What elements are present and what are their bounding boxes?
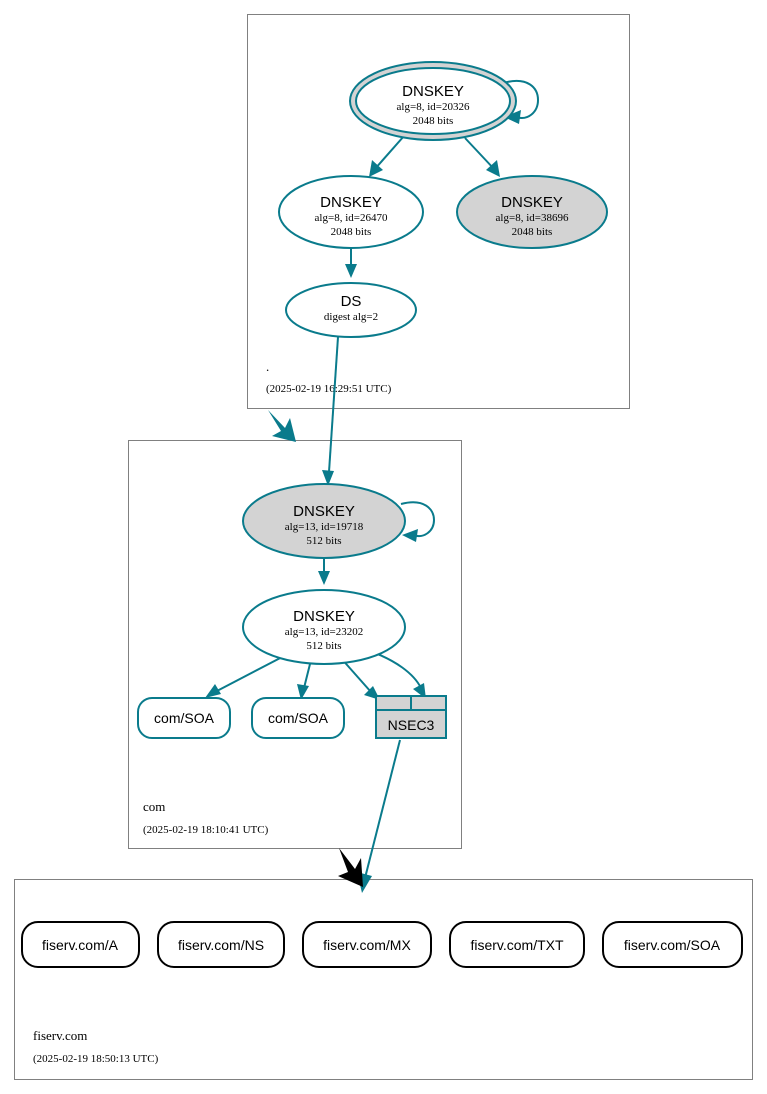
zone-box-fiserv <box>14 879 753 1080</box>
edge-com-zsk-to-soa-1 <box>205 654 287 698</box>
node-fiserv-a[interactable]: fiserv.com/A <box>21 921 140 968</box>
node-fiserv-ns[interactable]: fiserv.com/NS <box>157 921 285 968</box>
edge-com-ksk-to-zsk <box>318 558 330 585</box>
edge-root-ksk-to-38696 <box>464 137 500 177</box>
node-root-zsk-38696[interactable]: DNSKEY alg=8, id=38696 2048 bits <box>456 175 608 249</box>
node-root-zsk-26470[interactable]: DNSKEY alg=8, id=26470 2048 bits <box>278 175 424 249</box>
node-line3: 512 bits <box>306 640 341 652</box>
edge-root-ksk-to-26470 <box>369 135 405 177</box>
node-com-soa-2[interactable]: com/SOA <box>251 697 345 739</box>
node-line3: 2048 bits <box>413 115 454 127</box>
edge-ds-to-com-ksk <box>322 336 339 486</box>
zone-timestamp-com: (2025-02-19 18:10:41 UTC) <box>143 824 269 836</box>
node-line3: 512 bits <box>306 535 341 547</box>
node-fiserv-soa[interactable]: fiserv.com/SOA <box>602 921 743 968</box>
delegation-arrow-com-to-fiserv <box>338 848 363 887</box>
node-line2: alg=8, id=20326 <box>397 101 470 113</box>
node-title: fiserv.com/TXT <box>470 937 564 953</box>
node-title: com/SOA <box>154 710 215 726</box>
node-title: fiserv.com/A <box>42 937 119 953</box>
zone-label-root: . <box>266 359 269 374</box>
zone-timestamp-fiserv: (2025-02-19 18:50:13 UTC) <box>33 1053 159 1065</box>
zone-timestamp-root: (2025-02-19 16:29:51 UTC) <box>266 383 392 395</box>
node-title: fiserv.com/SOA <box>624 937 721 953</box>
node-root-ds[interactable]: DS digest alg=2 <box>285 282 417 338</box>
zone-label-com: com <box>143 799 165 814</box>
node-title: DS <box>341 293 362 310</box>
node-title: fiserv.com/NS <box>178 937 264 953</box>
node-title: DNSKEY <box>402 83 464 100</box>
node-com-soa-1[interactable]: com/SOA <box>137 697 231 739</box>
node-line2: alg=8, id=26470 <box>315 212 388 224</box>
node-line2: alg=13, id=19718 <box>285 521 364 533</box>
node-title: NSEC3 <box>388 717 435 733</box>
node-com-nsec3[interactable]: NSEC3 <box>375 695 447 739</box>
node-line2: alg=8, id=38696 <box>496 212 569 224</box>
node-title: DNSKEY <box>501 194 563 211</box>
node-title: DNSKEY <box>320 194 382 211</box>
node-line2: alg=13, id=23202 <box>285 626 363 638</box>
node-line3: 2048 bits <box>512 226 553 238</box>
node-title: DNSKEY <box>293 608 355 625</box>
node-line3: 2048 bits <box>331 226 372 238</box>
node-title: fiserv.com/MX <box>323 937 411 953</box>
node-root-ksk[interactable]: DNSKEY alg=8, id=20326 2048 bits <box>349 61 517 141</box>
node-com-zsk[interactable]: DNSKEY alg=13, id=23202 512 bits <box>242 589 406 665</box>
edge-com-zsk-to-soa-2 <box>297 659 312 700</box>
node-com-ksk[interactable]: DNSKEY alg=13, id=19718 512 bits <box>242 483 406 559</box>
edge-26470-to-ds <box>345 248 357 278</box>
zone-label-fiserv: fiserv.com <box>33 1028 87 1043</box>
node-title: com/SOA <box>268 710 329 726</box>
delegation-arrow-root-to-com <box>268 410 296 442</box>
node-title: DNSKEY <box>293 503 355 520</box>
edge-root-ksk-self <box>502 80 540 124</box>
node-fiserv-mx[interactable]: fiserv.com/MX <box>302 921 432 968</box>
node-line2: digest alg=2 <box>324 311 378 323</box>
node-fiserv-txt[interactable]: fiserv.com/TXT <box>449 921 585 968</box>
edge-com-ksk-self <box>400 501 436 542</box>
